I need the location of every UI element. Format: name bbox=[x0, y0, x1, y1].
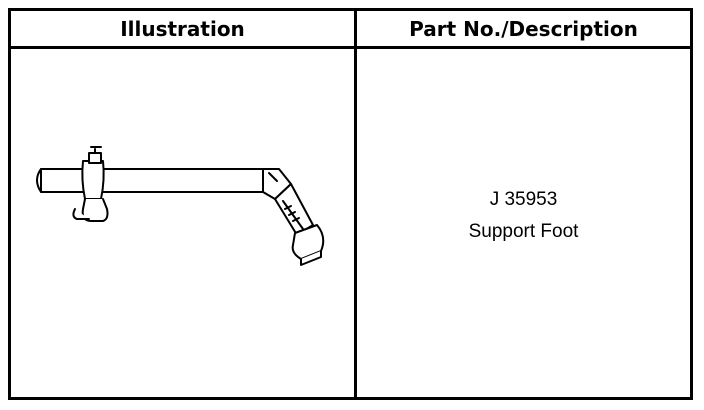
part-description: Support Foot bbox=[468, 221, 579, 242]
header-illustration-label: Illustration bbox=[120, 16, 245, 41]
support-foot-tool-icon bbox=[36, 146, 325, 266]
part-cell: J 35953 Support Foot bbox=[357, 49, 690, 397]
header-part-label: Part No./Description bbox=[409, 16, 638, 41]
illustration-cell bbox=[11, 49, 357, 397]
header-part: Part No./Description bbox=[357, 11, 690, 49]
tool-table: Illustration Part No./Description bbox=[8, 8, 693, 400]
header-illustration: Illustration bbox=[11, 11, 357, 49]
part-number: J 35953 bbox=[489, 189, 558, 210]
